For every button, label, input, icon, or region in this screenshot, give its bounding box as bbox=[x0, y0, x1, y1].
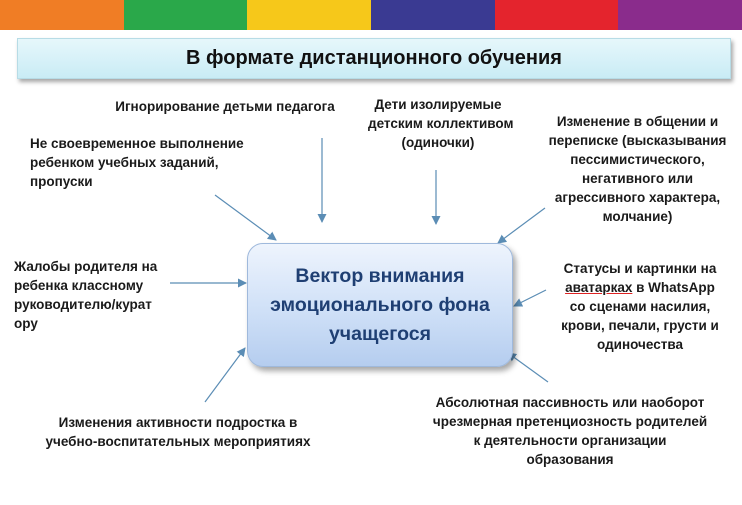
stripe-yellow bbox=[247, 0, 372, 30]
page-title: В формате дистанционного обучения bbox=[17, 38, 731, 79]
label-late-tasks: Не своевременное выполнение ребенком уче… bbox=[30, 136, 244, 189]
stripe-purple bbox=[618, 0, 742, 30]
label-activity-change: Изменения активности подростка в учебно-… bbox=[45, 415, 311, 449]
label-isolated: Дети изолируемые детским коллективом (од… bbox=[368, 97, 514, 150]
label-passivity: Абсолютная пассивность или наоборот чрез… bbox=[432, 395, 708, 467]
center-line-2: эмоционального фона bbox=[270, 293, 490, 316]
stripe-green bbox=[123, 0, 248, 30]
arrow-late-tasks bbox=[214, 194, 277, 241]
label-parent-complaints: Жалобы родителя на ребенка классному рук… bbox=[14, 259, 158, 331]
arrow-communication bbox=[497, 207, 546, 244]
center-line-3: учащегося bbox=[328, 322, 432, 345]
label-communication: Изменение в общении и переписке (высказы… bbox=[548, 114, 727, 224]
arrow-statuses bbox=[513, 289, 547, 307]
color-stripe-bar bbox=[0, 0, 742, 30]
arrow-passivity bbox=[507, 352, 549, 383]
center-line-1: Вектор внимания bbox=[295, 264, 465, 287]
label-ignoring: Игнорирование детьми педагога bbox=[115, 99, 335, 114]
stripe-orange bbox=[0, 0, 124, 30]
label-statuses: Статусы и картинки на аватарках в WhatsA… bbox=[561, 261, 719, 352]
stripe-navy bbox=[371, 0, 495, 30]
stripe-red bbox=[494, 0, 619, 30]
center-node: Вектор внимания эмоционального фона учащ… bbox=[247, 243, 513, 367]
arrow-activity-change bbox=[204, 347, 246, 403]
